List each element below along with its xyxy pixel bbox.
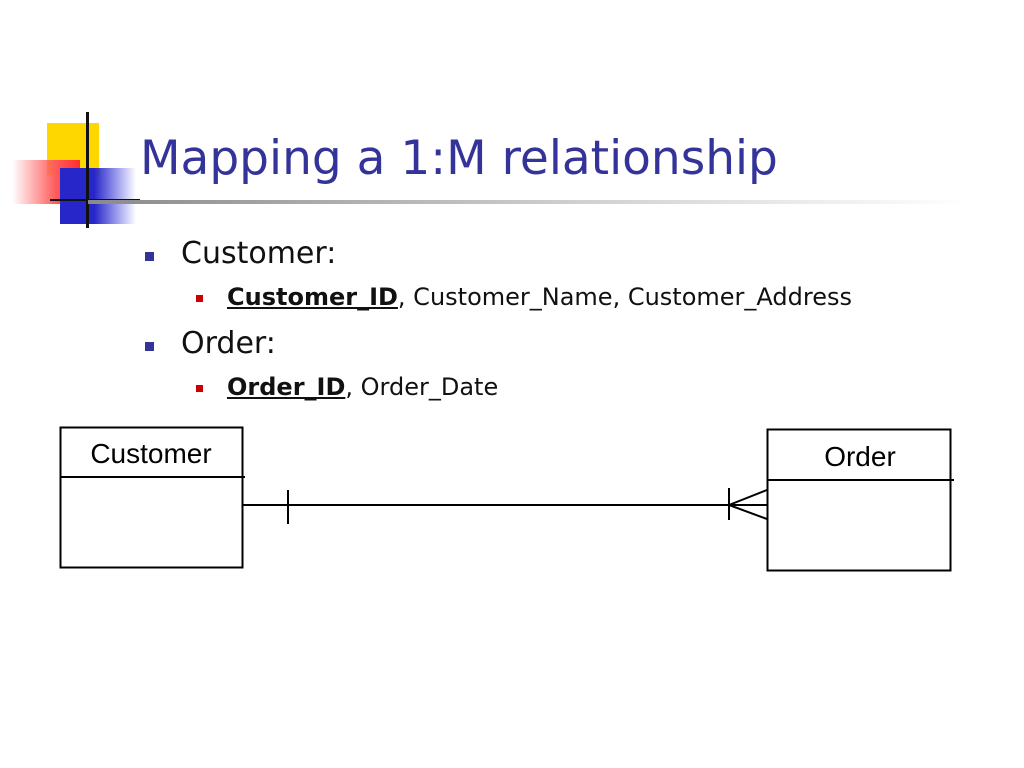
cardinality-many-crowfoot — [728, 488, 768, 520]
title-underline — [88, 200, 968, 204]
slide-title: Mapping a 1:M relationship — [140, 131, 778, 186]
sub-bullet-customer-attributes: Customer_ID, Customer_Name, Customer_Add… — [227, 283, 852, 311]
entity-order-label: Order — [824, 441, 896, 472]
customer-primary-key: Customer_ID — [227, 283, 398, 311]
bullet-marker — [145, 342, 154, 351]
sub-bullet-marker — [196, 385, 203, 392]
customer-other-attributes: , Customer_Name, Customer_Address — [397, 283, 852, 311]
entity-order: Order — [766, 428, 954, 572]
entity-customer-label: Customer — [90, 438, 211, 469]
logo-vertical-line — [86, 112, 89, 228]
bullet-order: Order: — [181, 326, 276, 361]
order-other-attributes: , Order_Date — [345, 373, 499, 401]
logo-blue-square — [60, 168, 136, 224]
slide-logo — [0, 0, 150, 240]
sub-bullet-marker — [196, 295, 203, 302]
bullet-marker — [145, 252, 154, 261]
relationship-line — [243, 488, 768, 524]
sub-bullet-order-attributes: Order_ID, Order_Date — [227, 373, 498, 401]
bullet-customer: Customer: — [181, 236, 337, 271]
entity-customer: Customer — [59, 426, 245, 569]
order-primary-key: Order_ID — [227, 373, 346, 401]
